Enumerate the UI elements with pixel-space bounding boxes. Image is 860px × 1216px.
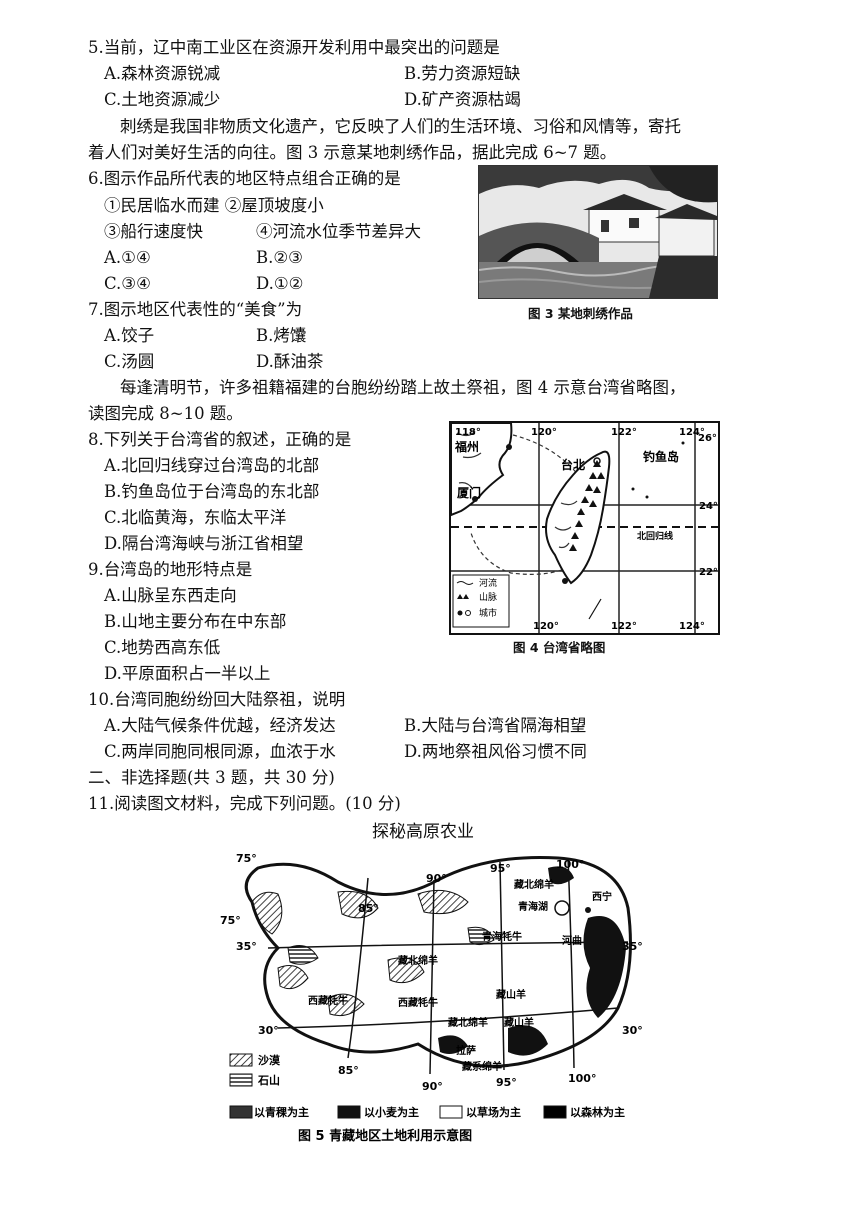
fig5-label-7: 西藏牦牛 xyxy=(308,994,348,1007)
intro67-line1: 刺绣是我国非物质文化遗产，它反映了人们的生活环境、习俗和风情等，寄托 xyxy=(120,117,681,136)
fig5-label-13: 藏系绵羊 xyxy=(462,1060,502,1073)
fig4-label-xiamen: 厦门 xyxy=(457,485,481,500)
fig5-label-xining: 西宁 xyxy=(592,890,612,903)
fig5-lon-85-top: 85° xyxy=(358,902,379,915)
q6-item-1: ①民居临水而建 ②屋顶坡度小 xyxy=(104,196,324,215)
fig5-lat-35-right: 35° xyxy=(622,940,643,953)
fig5-legend-wheat: 以小麦为主 xyxy=(364,1105,419,1119)
q11-material-title: 探秘高原农业 xyxy=(372,822,474,842)
fig5-legend-grassland: 以草场为主 xyxy=(466,1105,521,1119)
fig5-lat-30-right: 30° xyxy=(622,1024,643,1037)
fig5-legend-desert: 沙漠 xyxy=(258,1053,281,1067)
q8-option-c: C.北临黄海，东临太平洋 xyxy=(104,508,287,527)
fig4-lat-26: 26° xyxy=(698,433,717,444)
q8-option-a: A.北回归线穿过台湾岛的北部 xyxy=(104,456,320,475)
fig5-label-8: 藏山羊 xyxy=(496,988,526,1001)
q10-option-d: D.两地祭祖风俗习惯不同 xyxy=(404,742,587,761)
q6-option-b: B.②③ xyxy=(256,248,303,267)
fig4-lon-124: 124° xyxy=(679,427,705,438)
fig4-label-diaoyu: 钓鱼岛 xyxy=(643,449,679,464)
fig4-label-tropic: 北回归线 xyxy=(637,530,673,542)
fig5-lat-75-left: 75° xyxy=(220,914,241,927)
fig4-label-taibei: 台北 xyxy=(561,457,585,472)
q6-stem: 6.图示作品所代表的地区特点组合正确的是 xyxy=(88,169,401,188)
fig5-lon-75-top: 75° xyxy=(236,852,257,865)
intro810-line2: 读图完成 8~10 题。 xyxy=(88,404,243,423)
q6-option-a: A.①④ xyxy=(104,248,151,267)
fig4-legend-river: 河流 xyxy=(479,577,497,589)
q7-option-d: D.酥油茶 xyxy=(256,352,324,371)
figure-3-embroidery-image xyxy=(478,165,718,299)
q9-option-d: D.平原面积占一半以上 xyxy=(104,664,271,683)
q7-stem: 7.图示地区代表性的“美食”为 xyxy=(88,300,303,319)
q5-option-a: A.森林资源锐减 xyxy=(104,64,221,83)
fig5-legend-rock: 石山 xyxy=(257,1073,280,1087)
fig5-lat-35-left: 35° xyxy=(236,940,257,953)
fig5-label-4: 青海牦牛 xyxy=(482,930,522,943)
q9-stem: 9.台湾岛的地形特点是 xyxy=(88,560,253,579)
figure-4-taiwan-map: 118° 120° 122° 124° 26° 24° 22° 120° 122… xyxy=(449,421,720,635)
fig5-lon-90-bottom: 90° xyxy=(422,1080,443,1093)
q10-stem: 10.台湾同胞纷纷回大陆祭祖，说明 xyxy=(88,690,346,709)
q9-option-c: C.地势西高东低 xyxy=(104,638,221,657)
figure-4-caption: 图 4 台湾省略图 xyxy=(513,640,606,655)
fig4-lon-120: 120° xyxy=(531,427,557,438)
figure-5-caption: 图 5 青藏地区土地利用示意图 xyxy=(298,1128,472,1144)
fig4-legend-city: 城市 xyxy=(479,607,497,619)
q9-option-a: A.山脉呈东西走向 xyxy=(104,586,237,605)
fig5-label-9: 西藏牦牛 xyxy=(398,996,438,1009)
fig4-legend-mountain: 山脉 xyxy=(479,591,497,603)
fig4-lon-bottom-122: 122° xyxy=(611,621,637,632)
fig5-label-1: 藏北绵羊 xyxy=(514,878,554,891)
fig4-lon-122: 122° xyxy=(611,427,637,438)
q8-option-d: D.隔台湾海峡与浙江省相望 xyxy=(104,534,304,553)
q5-option-b: B.劳力资源短缺 xyxy=(404,64,521,83)
fig4-lon-bottom-124: 124° xyxy=(679,621,705,632)
q11-stem: 11.阅读图文材料，完成下列问题。(10 分) xyxy=(88,794,401,813)
fig5-label-hequ: 河曲 xyxy=(562,934,582,947)
fig5-legend-forest: 以森林为主 xyxy=(570,1105,625,1119)
figure-5-land-use-map: 75° 85° 90° 95° 100° 75° 35° 30° 35° 30°… xyxy=(218,848,648,1148)
fig4-lat-24: 24° xyxy=(699,501,718,512)
fig5-label-10: 藏北绵羊 xyxy=(448,1016,488,1029)
fig4-label-fuzhou: 福州 xyxy=(454,439,479,454)
q5-option-d: D.矿产资源枯竭 xyxy=(404,90,521,109)
fig5-lat-30-left: 30° xyxy=(258,1024,279,1037)
fig5-lon-95-bottom: 95° xyxy=(496,1076,517,1089)
fig5-lon-90-top: 90° xyxy=(426,872,447,885)
q5-stem: 5.当前，辽中南工业区在资源开发利用中最突出的问题是 xyxy=(88,38,500,57)
intro810-line1: 每逢清明节，许多祖籍福建的台胞纷纷踏上故土祭祖，图 4 示意台湾省略图， xyxy=(120,378,686,397)
fig5-legend-barley: 以青稞为主 xyxy=(254,1105,309,1119)
section-2-heading: 二、非选择题(共 3 题，共 30 分) xyxy=(88,768,335,787)
fig5-label-lasa: 拉萨 xyxy=(456,1044,476,1057)
fig4-lon-118: 118° xyxy=(455,427,481,438)
q10-option-b: B.大陆与台湾省隔海相望 xyxy=(404,716,587,735)
fig5-label-qinghaihu: 青海湖 xyxy=(518,900,548,913)
fig5-lon-95-top: 95° xyxy=(490,862,511,875)
q7-option-c: C.汤圆 xyxy=(104,352,155,371)
fig5-label-11: 藏山羊 xyxy=(504,1016,534,1029)
q7-option-b: B.烤馕 xyxy=(256,326,307,345)
q8-option-b: B.钓鱼岛位于台湾岛的东北部 xyxy=(104,482,320,501)
q9-option-b: B.山地主要分布在中东部 xyxy=(104,612,287,631)
q10-option-a: A.大陆气候条件优越，经济发达 xyxy=(104,716,336,735)
q10-option-c: C.两岸同胞同根同源，血浓于水 xyxy=(104,742,336,761)
q6-option-d: D.①② xyxy=(256,274,304,293)
fig5-lon-100-bottom: 100° xyxy=(568,1072,596,1085)
fig4-lon-bottom-120: 120° xyxy=(533,621,559,632)
fig5-lon-85-bottom: 85° xyxy=(338,1064,359,1077)
q8-stem: 8.下列关于台湾省的叙述，正确的是 xyxy=(88,430,352,449)
fig5-lon-100-top: 100° xyxy=(556,858,584,871)
intro67-line2: 着人们对美好生活的向往。图 3 示意某地刺绣作品，据此完成 6~7 题。 xyxy=(88,143,617,162)
q7-option-a: A.饺子 xyxy=(104,326,155,345)
figure-3-caption: 图 3 某地刺绣作品 xyxy=(528,306,633,321)
q5-option-c: C.土地资源减少 xyxy=(104,90,221,109)
q6-item-3: ④河流水位季节差异大 xyxy=(256,222,421,241)
q6-option-c: C.③④ xyxy=(104,274,151,293)
q6-item-2: ③船行速度快 xyxy=(104,222,203,241)
fig4-lat-22: 22° xyxy=(699,567,718,578)
fig5-label-6: 藏北绵羊 xyxy=(398,954,438,967)
